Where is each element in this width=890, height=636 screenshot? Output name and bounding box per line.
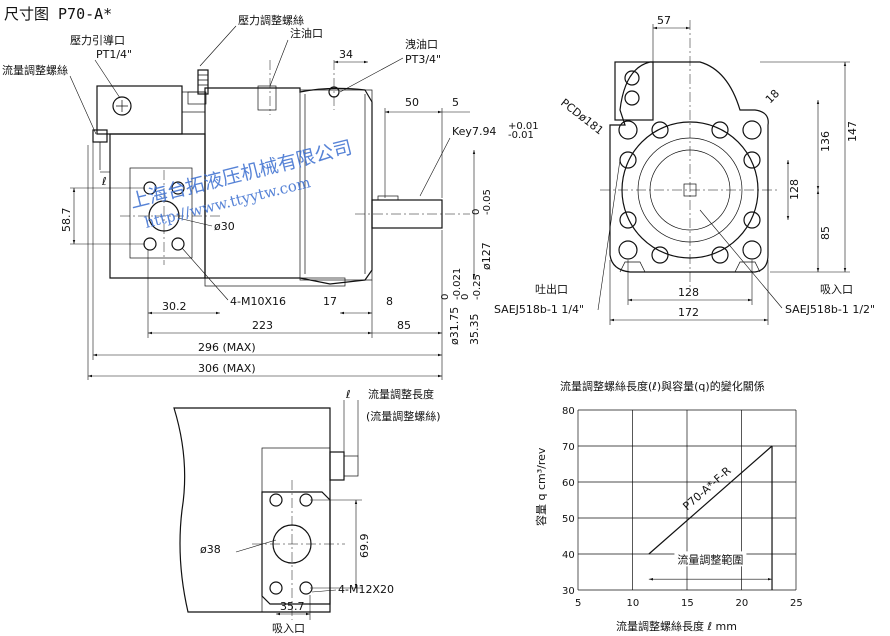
label-flow-adjust: 流量調整螺絲 — [2, 63, 68, 77]
dim-8: 8 — [386, 295, 393, 308]
dim-shaft-dia2-tol-upper: 0 — [440, 294, 451, 300]
label-bore-38: ø38 — [200, 543, 221, 556]
dim-85-side: 85 — [819, 226, 832, 240]
chart-ylabel: 容量 q cm³/rev — [534, 447, 548, 526]
dim-shaft-len-tol-upper: 0 — [460, 294, 471, 300]
chart-ytick-label: 30 — [562, 586, 575, 597]
dim-30-2: 30.2 — [162, 300, 187, 313]
label-outlet-size: SAEJ518b-1 1/4" — [494, 303, 584, 316]
label-bore-30: ø30 — [214, 220, 235, 233]
chart-ytick-label: 40 — [562, 550, 575, 561]
oil-fill-port — [257, 85, 277, 111]
chart-xtick-label: 5 — [575, 598, 581, 609]
dim-128-h: 128 — [678, 286, 699, 299]
chart-xtick-label: 20 — [736, 598, 749, 609]
label-pressure-port-size: PT1/4" — [96, 48, 132, 61]
chart-ytick-label: 50 — [562, 514, 575, 525]
label-pcd: PCDø181 — [558, 96, 606, 137]
flow-chart: 流量調整螺絲長度(ℓ)與容量(q)的變化關係 容量 q cm³/rev 流量調整… — [534, 379, 803, 633]
side-body-outline — [609, 61, 769, 273]
dim-shaft-dia2-tol-lower: -0.021 — [452, 268, 463, 300]
chart-xtick-label: 10 — [627, 598, 640, 609]
label-key-tol-lower: -0.01 — [508, 130, 534, 141]
label-pressure-port: 壓力引導口 — [70, 33, 125, 47]
dim-50: 50 — [405, 96, 419, 109]
label-inlet-size: SAEJ518b-1 1/2" — [785, 303, 875, 316]
chart-ticks: 5 10 15 20 25 30 40 50 60 70 80 — [562, 406, 803, 609]
dim-136: 136 — [819, 131, 832, 152]
front-view: 壓力調整螺絲 壓力引導口 PT1/4" 流量調整螺絲 注油口 洩油口 PT3/4… — [2, 13, 539, 380]
page-title: 尺寸图 P70-A* — [4, 5, 112, 23]
dim-17: 17 — [323, 295, 337, 308]
chart-ytick-label: 60 — [562, 478, 575, 489]
bottom-flange — [261, 491, 331, 605]
dim-shaft-len: 35.35 — [468, 314, 481, 346]
pressure-port-circle — [112, 96, 132, 116]
suction-flange — [129, 167, 193, 259]
chart-title: 流量調整螺絲長度(ℓ)與容量(q)的變化關係 — [560, 379, 765, 393]
label-bottom-ell: ℓ — [345, 388, 351, 401]
chart-range-label: 流量調整範圍 — [677, 552, 743, 566]
pressure-adjust-screw — [197, 69, 209, 95]
label-drain-size: PT3/4" — [405, 53, 441, 66]
chart-xtick-label: 15 — [681, 598, 694, 609]
dim-306: 306 (MAX) — [198, 362, 256, 375]
dim-223: 223 — [252, 319, 273, 332]
label-bolt-m12: 4-M12X20 — [338, 583, 394, 596]
dim-128-v: 128 — [788, 179, 801, 200]
pump-cover — [299, 89, 373, 281]
chart-xlabel: 流量調整螺絲長度 ℓ mm — [616, 619, 737, 633]
bottom-body-outline — [173, 407, 331, 613]
dim-34: 34 — [339, 48, 353, 61]
dim-shaft-dia-tol-upper: 0 — [471, 209, 482, 215]
dim-18: 18 — [763, 87, 782, 106]
chart-grid — [577, 409, 797, 591]
label-bolt-m10: 4-M10X16 — [230, 295, 286, 308]
label-pressure-adjust: 壓力調整螺絲 — [238, 13, 304, 27]
bottom-flow-screw — [329, 451, 345, 481]
dim-shaft-dia2: ø31.75 — [448, 307, 461, 345]
label-oil-fill: 注油口 — [290, 26, 323, 40]
label-flow-screw: (流量調整螺絲) — [366, 409, 441, 423]
chart-ytick-label: 70 — [562, 442, 575, 453]
dim-shaft-len-tol-lower: -0.25 — [472, 274, 483, 300]
label-flow-len: 流量調整長度 — [368, 387, 434, 401]
dim-57: 57 — [657, 14, 671, 27]
dim-5: 5 — [452, 96, 459, 109]
chart-xtick-label: 25 — [790, 598, 803, 609]
dim-172: 172 — [678, 306, 699, 319]
shaft-key — [377, 195, 399, 201]
dim-296: 296 (MAX) — [198, 341, 256, 354]
label-key: Key7.94 — [452, 125, 496, 138]
dim-35-7: 35.7 — [280, 600, 305, 613]
label-key-tol-upper: +0.01 — [508, 121, 539, 132]
dim-85: 85 — [397, 319, 411, 332]
bottom-view: ℓ 流量調整長度 (流量調整螺絲) 69.9 ø38 4-M12X20 35.7… — [173, 387, 441, 635]
label-bottom-inlet: 吸入口 — [272, 622, 305, 635]
label-drain: 洩油口 — [405, 37, 438, 51]
compensator-block — [96, 85, 183, 135]
chart-range-bg — [674, 551, 747, 567]
dim-58-7: 58.7 — [60, 208, 73, 233]
chart-ytick-label: 80 — [562, 406, 575, 417]
dim-shaft-dia: ø127 — [480, 242, 493, 270]
side-view: 57 147 136 128 85 128 172 PCDø181 18 吐出口… — [494, 14, 875, 325]
label-outlet: 吐出口 — [535, 282, 568, 296]
dim-69-9: 69.9 — [358, 534, 371, 559]
dim-147: 147 — [846, 121, 859, 142]
label-inlet: 吸入口 — [820, 283, 853, 296]
label-ell: ℓ — [101, 175, 107, 188]
chart-series-line-p70 — [648, 445, 773, 555]
dim-shaft-dia-tol-lower: -0.05 — [482, 189, 493, 215]
side-compensator — [614, 61, 654, 121]
chart-line-label: P70-A*-F-R — [680, 464, 733, 513]
